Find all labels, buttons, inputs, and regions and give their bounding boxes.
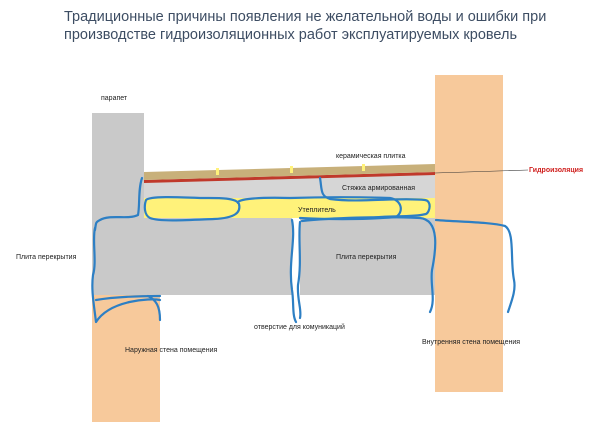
tile-joint (290, 166, 293, 173)
parapet-block (92, 113, 144, 220)
leak-path-insulation-mid (236, 196, 402, 221)
outer-wall (92, 295, 160, 422)
tile-joint (216, 168, 219, 175)
waterproofing-layer (144, 172, 435, 183)
inner-wall (435, 75, 503, 392)
parapet-label: парапет (101, 95, 128, 102)
tile-label: керамическая плитка (336, 153, 406, 160)
outer-wall-label: Наружная стена помещения (125, 347, 217, 354)
insulation-label: Утеплитель (298, 207, 336, 214)
leak-path-hole-left (289, 218, 298, 324)
leak-path-slab-left (91, 226, 162, 324)
title-line-2: производстве гидроизоляционных работ экс… (64, 27, 518, 43)
leak-path-insulation-left (143, 196, 241, 222)
waterproofing-label: Гидроизоляция (529, 167, 583, 174)
screed-label: Стяжка армированная (342, 185, 415, 192)
slab-left-label: Плита перекрытия (16, 254, 77, 261)
leak-path-inner-wall (434, 218, 516, 314)
waterproofing-leader (434, 169, 529, 174)
tile-joint (362, 164, 365, 171)
water-leak-paths (91, 176, 516, 324)
insulation-layer (144, 198, 435, 218)
leak-path-screed (318, 176, 431, 220)
leak-path-slab-right (300, 216, 437, 314)
leak-path-under-slab (94, 294, 162, 302)
slab-left (92, 218, 292, 295)
inner-wall-label: Внутренняя стена помещения (422, 339, 520, 346)
title-line-1: Традиционные причины появления не желате… (64, 9, 547, 25)
leak-path-parapet (93, 176, 144, 232)
slab-right (300, 218, 435, 295)
leak-path-hole-right (296, 220, 302, 320)
hole-label: отверстие для комуникаций (254, 323, 345, 331)
slab-right-label: Плита перекрытия (336, 254, 397, 261)
